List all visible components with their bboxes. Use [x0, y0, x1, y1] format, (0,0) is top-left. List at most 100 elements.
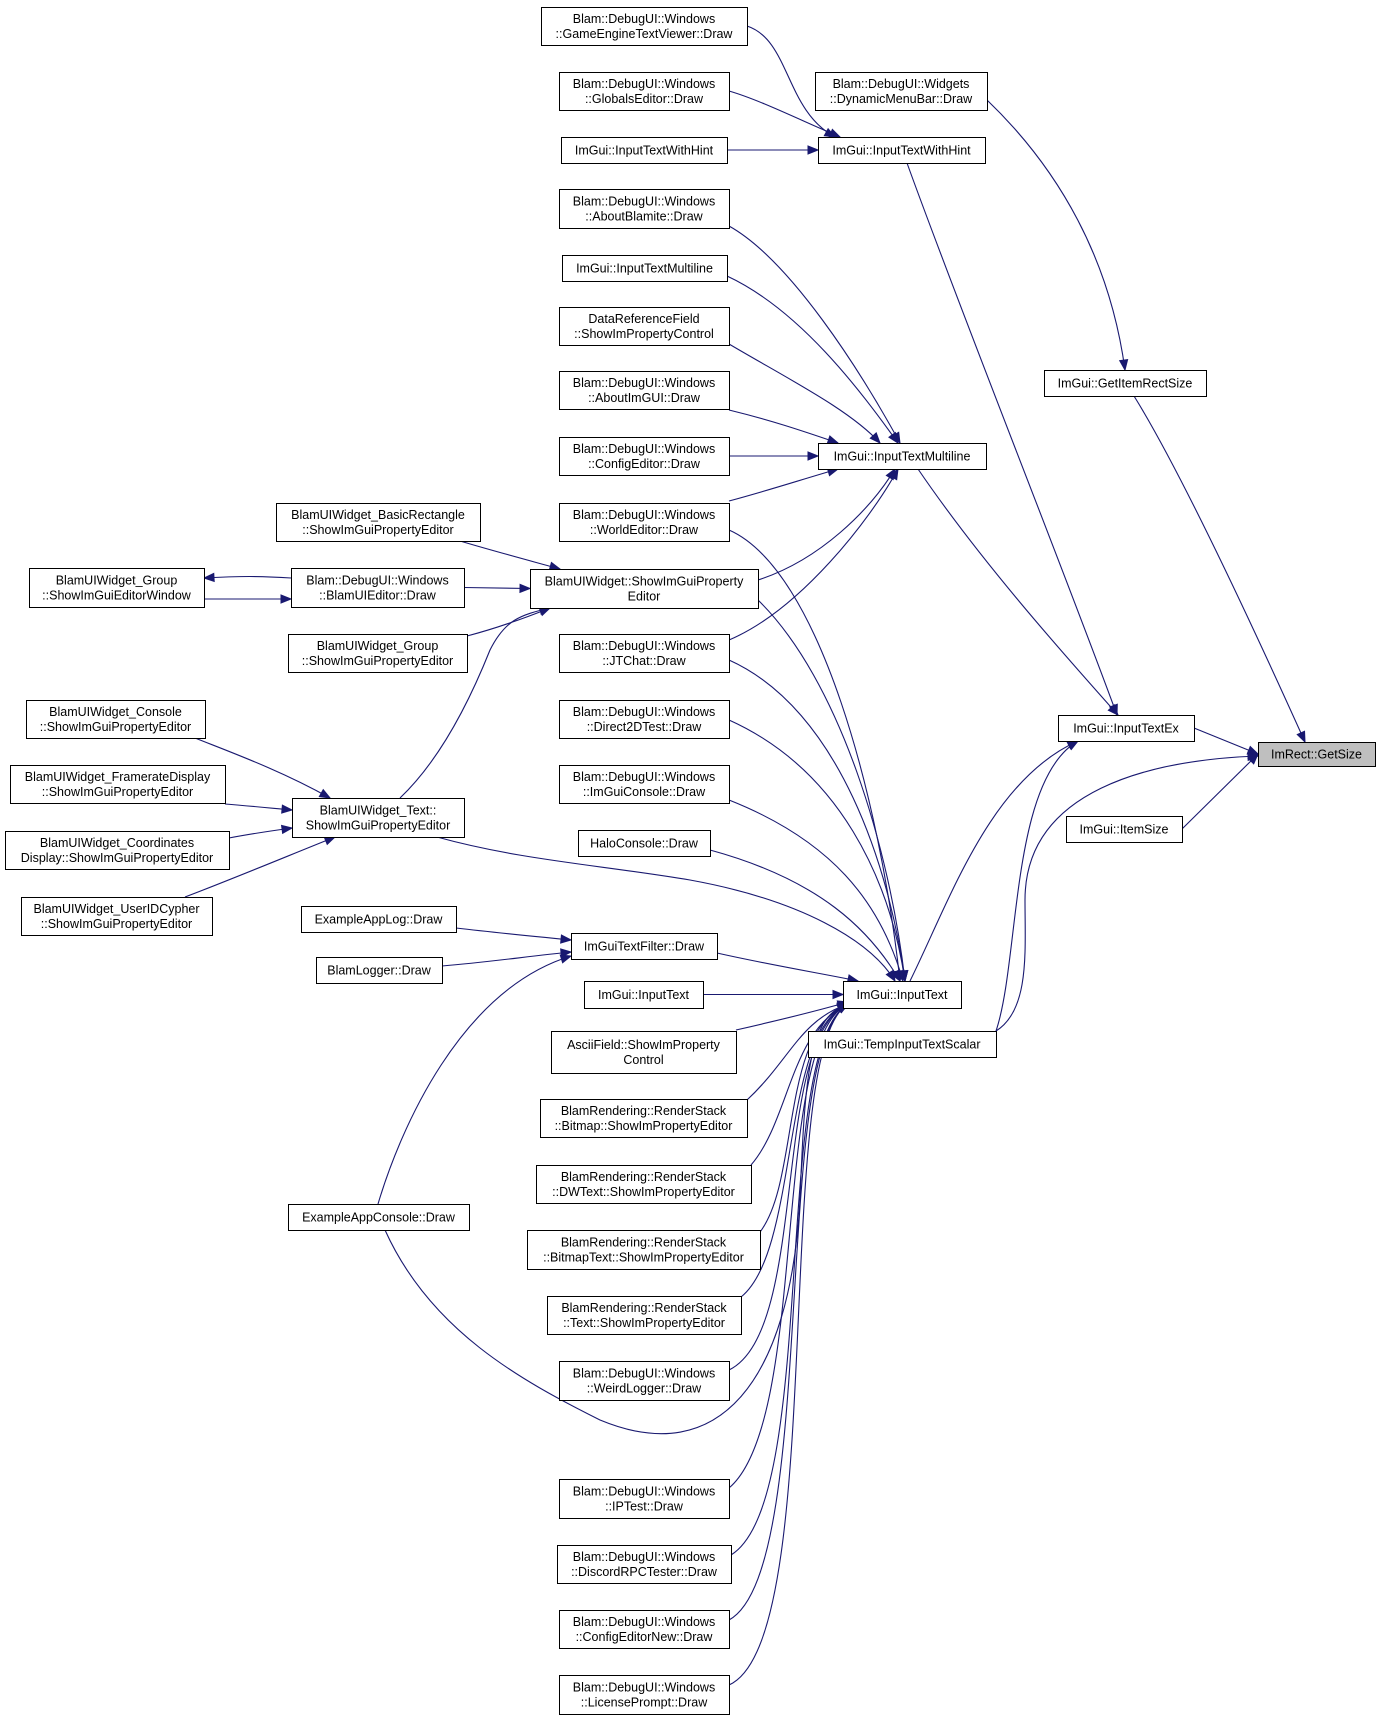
node-label: ExampleAppLog::Draw: [315, 913, 444, 927]
node-widgettext[interactable]: BlamUIWidget_Text::ShowImGuiPropertyEdit…: [292, 798, 465, 838]
node-inputtextex[interactable]: ImGui::InputTextEx: [1058, 715, 1195, 742]
edge-exampleappconsole-to-imguitextfilter: [377, 954, 573, 1205]
node-label: ::BlamUIEditor::Draw: [319, 589, 437, 603]
edge-configeditornew-to-inputtext: [728, 1003, 850, 1621]
edge-widgettext-to-inputtext: [436, 836, 896, 983]
edge-inputtextwithhint2-to-inputtextwithhint: [727, 145, 820, 155]
node-label: Blam::DebugUI::Windows: [573, 770, 715, 784]
node-aboutimgui[interactable]: Blam::DebugUI::Windows::AboutImGUI::Draw: [559, 371, 730, 410]
node-label: ::LicensePrompt::Draw: [581, 1696, 708, 1710]
node-getitemrectsize[interactable]: ImGui::GetItemRectSize: [1044, 370, 1207, 397]
node-groupprop[interactable]: BlamUIWidget_Group::ShowImGuiPropertyEdi…: [288, 634, 468, 673]
node-label: BlamUIWidget_Console: [49, 705, 182, 719]
node-configeditornew[interactable]: Blam::DebugUI::Windows::ConfigEditorNew:…: [559, 1610, 730, 1649]
node-framerate[interactable]: BlamUIWidget_FramerateDisplay::ShowImGui…: [10, 765, 226, 804]
node-imguitextfilter[interactable]: ImGuiTextFilter::Draw: [571, 933, 718, 960]
edge-blamuieditor-to-groupwindow: [202, 572, 292, 583]
node-aboutblamite[interactable]: Blam::DebugUI::Windows::AboutBlamite::Dr…: [559, 189, 730, 229]
edge-showimguiprop-to-inputtext: [757, 599, 909, 983]
node-haloconsole[interactable]: HaloConsole::Draw: [578, 830, 711, 857]
edge-getitemrectsize-to-getsize: [1133, 395, 1306, 744]
edge-basicrect-to-showimguiprop: [459, 540, 562, 571]
edge-tempinputtextscalar-to-inputtextex: [995, 740, 1080, 1032]
node-showimguiprop[interactable]: BlamUIWidget::ShowImGuiPropertyEditor: [530, 569, 759, 609]
node-iptest[interactable]: Blam::DebugUI::Windows::IPTest::Draw: [559, 1479, 730, 1519]
edge-coords-to-widgettext: [228, 824, 294, 839]
edge-inputtext-to-inputtextex: [909, 740, 1080, 982]
edge-inputtextwithhint-to-inputtextex: [906, 162, 1118, 717]
node-rs_bitmap[interactable]: BlamRendering::RenderStack::Bitmap::Show…: [540, 1099, 748, 1138]
node-globalseditor[interactable]: Blam::DebugUI::Windows::GlobalsEditor::D…: [559, 72, 730, 111]
node-label: BlamUIWidget_Group: [317, 639, 439, 653]
node-label: Blam::DebugUI::Windows: [573, 195, 715, 209]
node-inputtextwithhint[interactable]: ImGui::InputTextWithHint: [818, 137, 986, 164]
edge-inputtextmultiline2-to-inputtextmultiline: [726, 275, 899, 445]
node-label: ::ConfigEditor::Draw: [588, 457, 701, 471]
node-groupwindow[interactable]: BlamUIWidget_Group::ShowImGuiEditorWindo…: [29, 568, 205, 608]
node-weirdlogger[interactable]: Blam::DebugUI::Windows::WeirdLogger::Dra…: [559, 1361, 730, 1401]
node-label: ShowImGuiPropertyEditor: [306, 819, 451, 833]
node-worldeditor[interactable]: Blam::DebugUI::Windows::WorldEditor::Dra…: [559, 503, 730, 542]
node-label: ImGui::ItemSize: [1080, 823, 1169, 837]
node-configeditor[interactable]: Blam::DebugUI::Windows::ConfigEditor::Dr…: [559, 437, 730, 476]
node-dynmenubar[interactable]: Blam::DebugUI::Widgets::DynamicMenuBar::…: [815, 72, 988, 111]
edge-exampleapplog-to-imguitextfilter: [455, 927, 573, 944]
node-label: ImGui::TempInputTextScalar: [823, 1038, 980, 1052]
node-rs_text[interactable]: BlamRendering::RenderStack::Text::ShowIm…: [547, 1296, 742, 1335]
node-label: ::GlobalsEditor::Draw: [585, 92, 704, 106]
node-label: BlamUIWidget_UserIDCypher: [33, 902, 199, 916]
node-label: ::ShowImGuiPropertyEditor: [42, 785, 193, 799]
node-label: ImGui::InputText: [856, 988, 948, 1002]
node-exampleappconsole[interactable]: ExampleAppConsole::Draw: [288, 1204, 470, 1231]
edge-dynmenubar-to-getitemrectsize: [986, 99, 1129, 372]
node-direct2dtest[interactable]: Blam::DebugUI::Windows::Direct2DTest::Dr…: [559, 700, 730, 739]
node-label: ::JTChat::Draw: [602, 654, 686, 668]
node-rs_bitmaptext[interactable]: BlamRendering::RenderStack::BitmapText::…: [527, 1230, 761, 1270]
node-label: ::DWText::ShowImPropertyEditor: [552, 1185, 735, 1199]
edge-worldeditor-to-inputtextmultiline: [728, 467, 840, 502]
node-inputtext[interactable]: ImGui::InputText: [843, 981, 962, 1009]
node-blamlogger[interactable]: BlamLogger::Draw: [316, 957, 443, 984]
node-label: ImGui::InputTextMultiline: [834, 450, 971, 464]
node-blamuieditor[interactable]: Blam::DebugUI::Windows::BlamUIEditor::Dr…: [291, 568, 465, 608]
node-label: ::Text::ShowImPropertyEditor: [563, 1316, 725, 1330]
node-label: ImGui::InputText: [598, 988, 690, 1002]
node-coords[interactable]: BlamUIWidget_CoordinatesDisplay::ShowImG…: [5, 831, 230, 870]
node-datareffield[interactable]: DataReferenceField::ShowImPropertyContro…: [559, 307, 730, 346]
edge-inputtextmultiline-to-inputtextex: [917, 468, 1119, 717]
node-label: BlamUIWidget_FramerateDisplay: [25, 770, 211, 784]
node-label: Blam::DebugUI::Windows: [573, 1550, 715, 1564]
node-inputtextwithhint2[interactable]: ImGui::InputTextWithHint: [561, 137, 728, 164]
node-useridcypher[interactable]: BlamUIWidget_UserIDCypher::ShowImGuiProp…: [21, 897, 213, 936]
node-label: BlamRendering::RenderStack: [561, 1104, 727, 1118]
node-label: Blam::DebugUI::Windows: [573, 1615, 715, 1629]
node-label: BlamUIWidget_Coordinates: [40, 836, 194, 850]
node-tempinputtextscalar[interactable]: ImGui::TempInputTextScalar: [808, 1031, 997, 1058]
edge-inputtext2-to-inputtext: [703, 989, 845, 1000]
node-label: ::DynamicMenuBar::Draw: [830, 92, 973, 106]
node-itemsize[interactable]: ImGui::ItemSize: [1066, 816, 1183, 843]
edge-imguitextfilter-to-inputtext: [716, 952, 860, 984]
node-label: DataReferenceField: [588, 312, 699, 326]
node-label: ::AboutBlamite::Draw: [585, 210, 703, 224]
node-label: ::GameEngineTextViewer::Draw: [556, 27, 734, 41]
node-inputtextmultiline2[interactable]: ImGui::InputTextMultiline: [562, 255, 728, 282]
node-inputtext2[interactable]: ImGui::InputText: [584, 981, 704, 1009]
node-basicrect[interactable]: BlamUIWidget_BasicRectangle::ShowImGuiPr…: [276, 503, 481, 542]
node-label: ::WorldEditor::Draw: [590, 523, 699, 537]
node-inputtextmultiline[interactable]: ImGui::InputTextMultiline: [818, 443, 987, 470]
edge-jtchat-to-inputtext: [728, 659, 909, 983]
node-asciifield[interactable]: AsciiField::ShowImPropertyControl: [551, 1031, 737, 1074]
node-gametextviewer[interactable]: Blam::DebugUI::Windows::GameEngineTextVi…: [541, 7, 748, 46]
node-jtchat[interactable]: Blam::DebugUI::Windows::JTChat::Draw: [559, 634, 730, 673]
node-consoleprop[interactable]: BlamUIWidget_Console::ShowImGuiPropertyE…: [26, 700, 206, 739]
edge-itemsize-to-getsize: [1181, 753, 1259, 830]
node-exampleapplog[interactable]: ExampleAppLog::Draw: [301, 906, 457, 933]
node-discordrpc[interactable]: Blam::DebugUI::Windows::DiscordRPCTester…: [557, 1545, 732, 1584]
node-imguiconsole[interactable]: Blam::DebugUI::Windows::ImGuiConsole::Dr…: [559, 765, 730, 804]
node-label: BlamUIWidget_Group: [56, 574, 178, 588]
node-licenseprompt[interactable]: Blam::DebugUI::Windows::LicensePrompt::D…: [559, 1675, 730, 1715]
node-rs_dwtext[interactable]: BlamRendering::RenderStack::DWText::Show…: [536, 1165, 752, 1204]
node-getsize[interactable]: ImRect::GetSize: [1258, 742, 1376, 767]
